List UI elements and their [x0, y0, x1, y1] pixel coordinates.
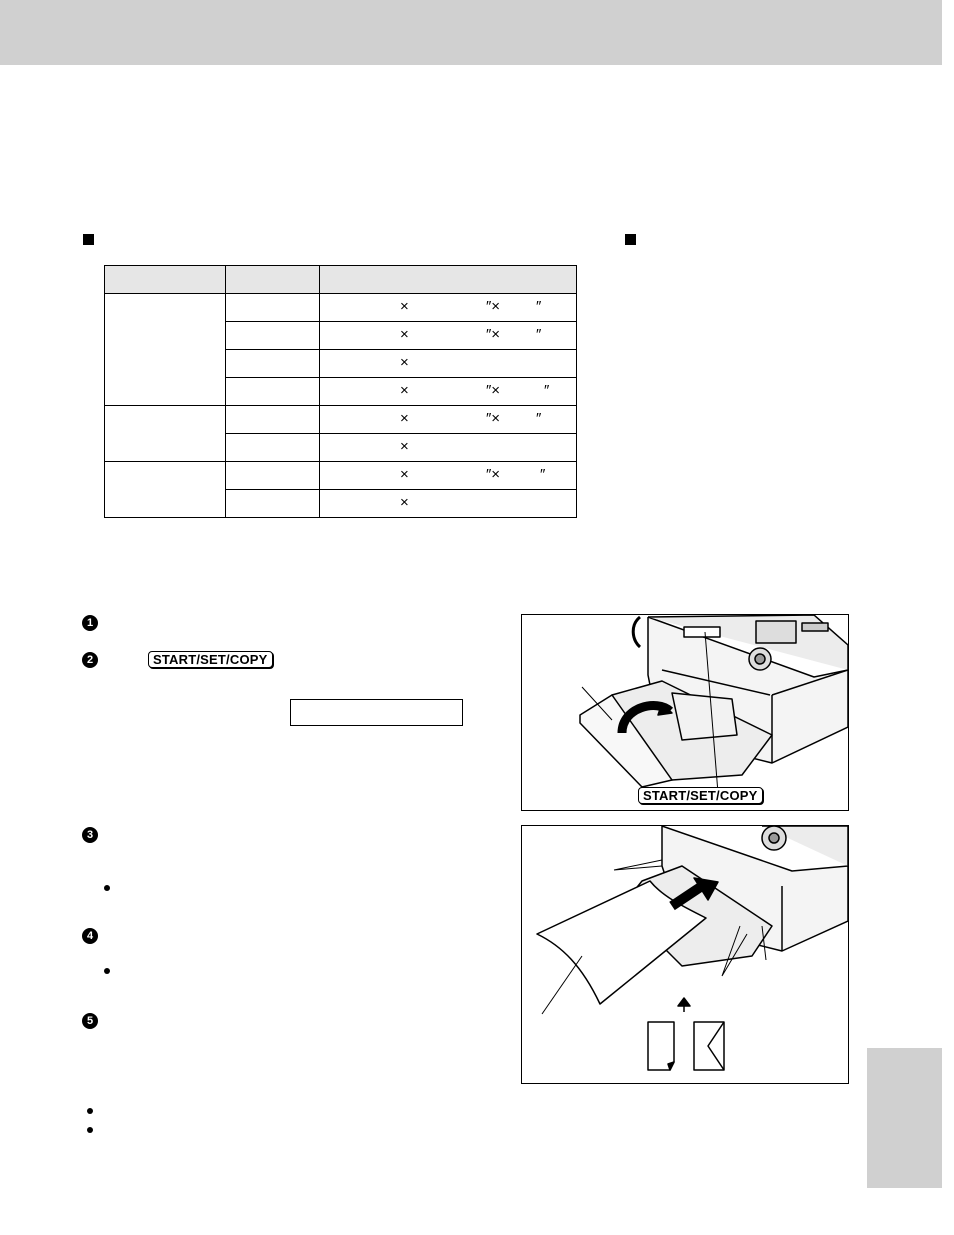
inch-times-mark: ″×	[486, 298, 501, 315]
inch-mark: ″	[536, 410, 542, 427]
inch-mark: ″	[540, 466, 546, 483]
table-row: × ″× ″	[105, 377, 577, 406]
table-header-cell	[104, 265, 226, 294]
figure-open-tray: START/SET/COPY	[521, 614, 849, 811]
times-mark: ×	[400, 494, 409, 511]
step-2-marker: 2	[82, 652, 98, 668]
table-cell: ×	[319, 489, 577, 518]
table-group-cell	[104, 293, 226, 406]
table-cell	[225, 377, 320, 406]
step-5-marker: 5	[82, 1013, 98, 1029]
times-mark: ×	[400, 466, 409, 483]
table-group-cell	[104, 461, 226, 518]
times-mark: ×	[400, 438, 409, 455]
table-group-cell	[104, 405, 226, 462]
table-row: × ″× ″	[104, 461, 577, 518]
table-cell	[225, 489, 320, 518]
inch-times-mark: ″×	[486, 410, 501, 427]
table-cell	[225, 321, 320, 350]
table-cell: × ″× ″	[319, 461, 577, 490]
paper-insert-illustration	[536, 825, 849, 1071]
table-header-cell	[319, 265, 577, 294]
header-band	[0, 0, 942, 65]
times-mark: ×	[400, 354, 409, 371]
inch-mark: ″	[544, 382, 550, 399]
table-cell	[225, 349, 320, 378]
inch-mark: ″	[536, 326, 542, 343]
fax-machine-illustration	[579, 614, 849, 794]
bullet-dot	[87, 1127, 93, 1133]
inch-times-mark: ″×	[486, 466, 501, 483]
table-cell: × ″× ″	[319, 405, 577, 434]
table-row: ×	[105, 489, 577, 518]
inch-times-mark: ″×	[486, 326, 501, 343]
table-cell: × ″× ″	[319, 321, 577, 350]
table-row: ×	[105, 349, 577, 378]
side-tab	[867, 1048, 942, 1188]
table-header-row	[104, 265, 577, 294]
table-cell: ×	[319, 349, 577, 378]
step-1-marker: 1	[82, 615, 98, 631]
times-mark: ×	[400, 410, 409, 427]
bullet-dot	[104, 885, 110, 891]
table-cell: ×	[319, 433, 577, 462]
times-mark: ×	[400, 326, 409, 343]
times-mark: ×	[400, 382, 409, 399]
start-set-copy-key: START/SET/COPY	[148, 651, 273, 668]
table-row: ×	[105, 433, 577, 462]
inch-mark: ″	[536, 298, 542, 315]
table-cell	[225, 293, 320, 322]
start-set-copy-key-label: START/SET/COPY	[638, 787, 763, 804]
table-cell: × ″× ″	[319, 377, 577, 406]
table-cell	[225, 433, 320, 462]
table-cell: × ″× ″	[319, 293, 577, 322]
section-square-left	[83, 234, 94, 245]
table-row: × ″× ″	[104, 293, 577, 406]
times-mark: ×	[400, 298, 409, 315]
display-box	[290, 699, 463, 726]
bullet-dot	[104, 968, 110, 974]
step-4-marker: 4	[82, 928, 98, 944]
table-header-cell	[225, 265, 320, 294]
section-square-right	[625, 234, 636, 245]
figure-insert-paper	[521, 825, 849, 1084]
table-cell	[225, 405, 320, 434]
step-3-marker: 3	[82, 827, 98, 843]
bullet-dot	[87, 1108, 93, 1114]
inch-times-mark: ″×	[486, 382, 501, 399]
table-cell	[225, 461, 320, 490]
table-row: × ″× ″	[104, 405, 577, 462]
paper-size-table: × ″× ″ × ″× ″ × × ″× ″ × ″× ″	[104, 265, 577, 518]
